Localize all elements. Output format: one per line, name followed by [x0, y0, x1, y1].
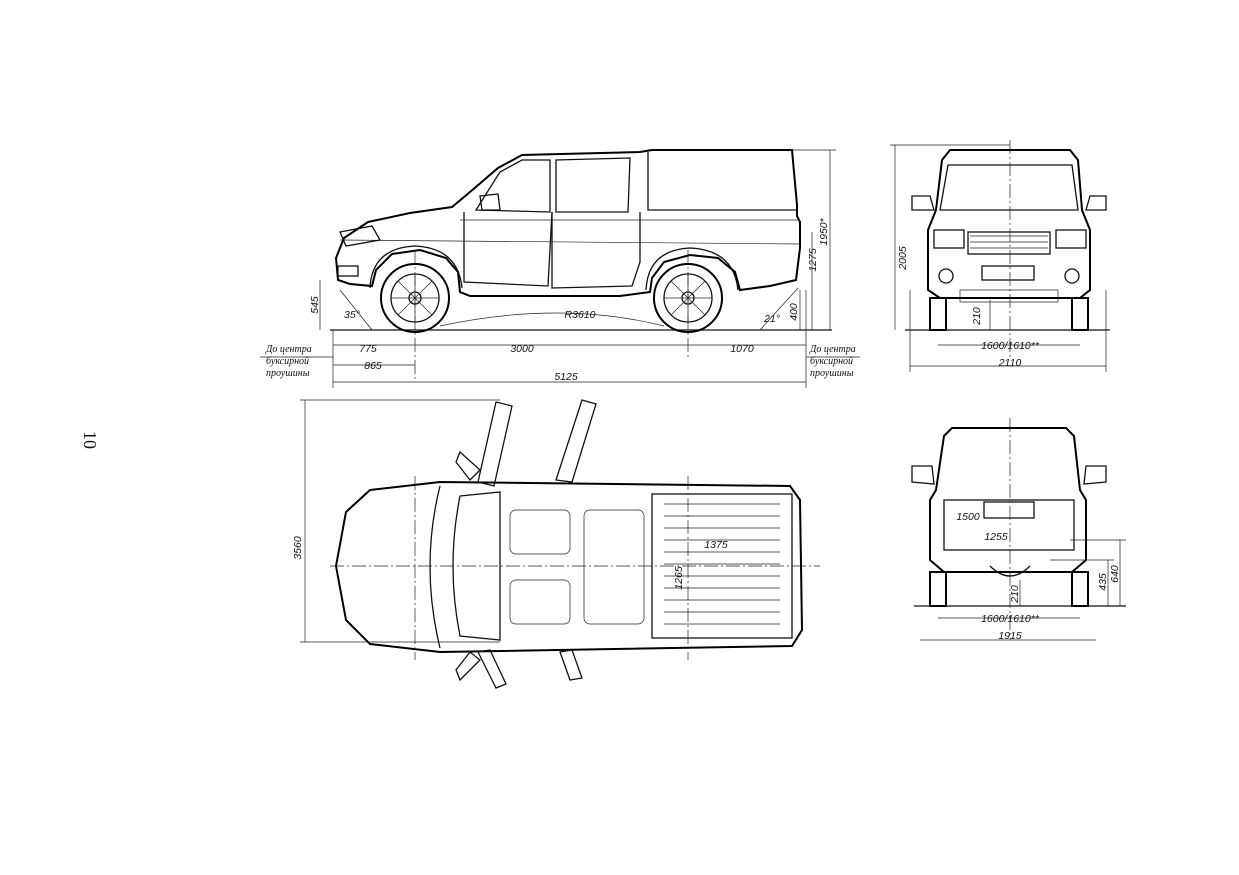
front-dim-track: 1600/1610**: [981, 340, 1040, 352]
side-crease: [339, 239, 801, 245]
left-headlight: [933, 229, 965, 249]
front-door: [463, 211, 553, 287]
dim-departure-angle: 21°: [763, 313, 780, 325]
rear-view: 1500 1255 210 435 640 1600/1610** 1915: [911, 418, 1126, 642]
headlight: [339, 225, 382, 247]
page-number: 10: [80, 431, 100, 449]
dim-overall-height: 1950*: [818, 217, 830, 245]
front-arch: [369, 245, 463, 289]
right-mirror: [1085, 195, 1107, 211]
right-headlight: [1055, 229, 1087, 249]
dim-front-height: 545: [309, 296, 321, 314]
left-fog: [938, 268, 954, 284]
rear-dim-bed-floor: 1255: [984, 531, 1008, 543]
vehicle-body-front: [927, 149, 1091, 299]
front-door-open-bottom: [477, 649, 507, 689]
vehicle-body-top: [334, 480, 804, 654]
top-dim-bed-width: 1265: [673, 566, 685, 590]
dim-turn-radius: R3610: [565, 309, 596, 321]
top-dim-bed-length: 1375: [704, 539, 728, 551]
top-dim-width: 3560: [292, 536, 304, 560]
side-mirror: [479, 193, 501, 211]
right-tire: [1071, 297, 1089, 331]
windshield-top: [452, 491, 501, 641]
rear-dim-clearance: 210: [1009, 585, 1021, 604]
front-dim-clearance: 210: [971, 307, 983, 326]
rear-left-tire: [929, 571, 947, 607]
dim-rear-overhang: 1070: [730, 343, 754, 355]
rear-door-open-top: [555, 399, 597, 483]
grille: [967, 231, 1051, 255]
turn-radius-arc: [439, 312, 665, 327]
note-front-line2: буксирной: [266, 356, 309, 367]
note-front-line1: До центра: [265, 344, 312, 355]
rear-mirror-left: [911, 465, 935, 485]
note-rear-line3: проушины: [810, 368, 854, 379]
dim-approach-angle: 35°: [344, 309, 360, 321]
front-door-open-top: [477, 401, 513, 487]
fog-light: [337, 265, 359, 277]
rear-door: [551, 212, 641, 289]
dim-bed-height: 1275: [807, 248, 819, 272]
rear-mirror-right: [1083, 465, 1107, 485]
front-view: 2005 210 1600/1610** 2110: [890, 140, 1110, 372]
mirror-top-left: [455, 450, 481, 481]
note-front-line3: проушины: [266, 368, 310, 379]
dim-775: 775: [359, 343, 377, 355]
note-rear-line2: буксирной: [810, 356, 853, 367]
rear-door-open-bottom: [559, 649, 583, 681]
right-fog: [1064, 268, 1080, 284]
canopy: [647, 152, 797, 211]
tailgate: [943, 499, 1075, 551]
license-plate: [981, 265, 1035, 281]
rear-dim-width: 1915: [998, 630, 1022, 642]
dim-rear-height: 400: [788, 303, 800, 321]
rear-arch: [645, 247, 739, 291]
dim-front-tow: 865: [364, 360, 382, 372]
left-tire: [929, 297, 947, 331]
bed-ribs: [664, 503, 780, 625]
left-mirror: [911, 195, 935, 211]
rear-dim-bed-inner: 1500: [956, 511, 980, 523]
front-dim-height: 2005: [897, 246, 909, 271]
rear-dim-tailgate: 640: [1109, 565, 1121, 583]
front-window: [474, 159, 551, 213]
rear-dim-hitch: 435: [1097, 573, 1109, 591]
top-view: 3560 1375 1265: [292, 399, 820, 689]
windshield: [939, 164, 1079, 211]
side-view: 775 3000 1070 865 5125 545 35° R3610 21°…: [260, 149, 860, 388]
mirror-top-right: [455, 651, 481, 682]
dim-wheelbase: 3000: [510, 343, 534, 355]
rear-plate: [983, 501, 1035, 519]
note-rear-line1: До центра: [809, 344, 856, 355]
dim-overall-length: 5125: [554, 371, 578, 383]
front-dim-width: 2110: [998, 357, 1022, 369]
hood-line: [429, 485, 441, 649]
rear-dim-track: 1600/1610**: [981, 613, 1040, 625]
rear-right-tire: [1071, 571, 1089, 607]
vehicle-body-side: [334, 149, 801, 297]
rear-window: [555, 157, 631, 213]
